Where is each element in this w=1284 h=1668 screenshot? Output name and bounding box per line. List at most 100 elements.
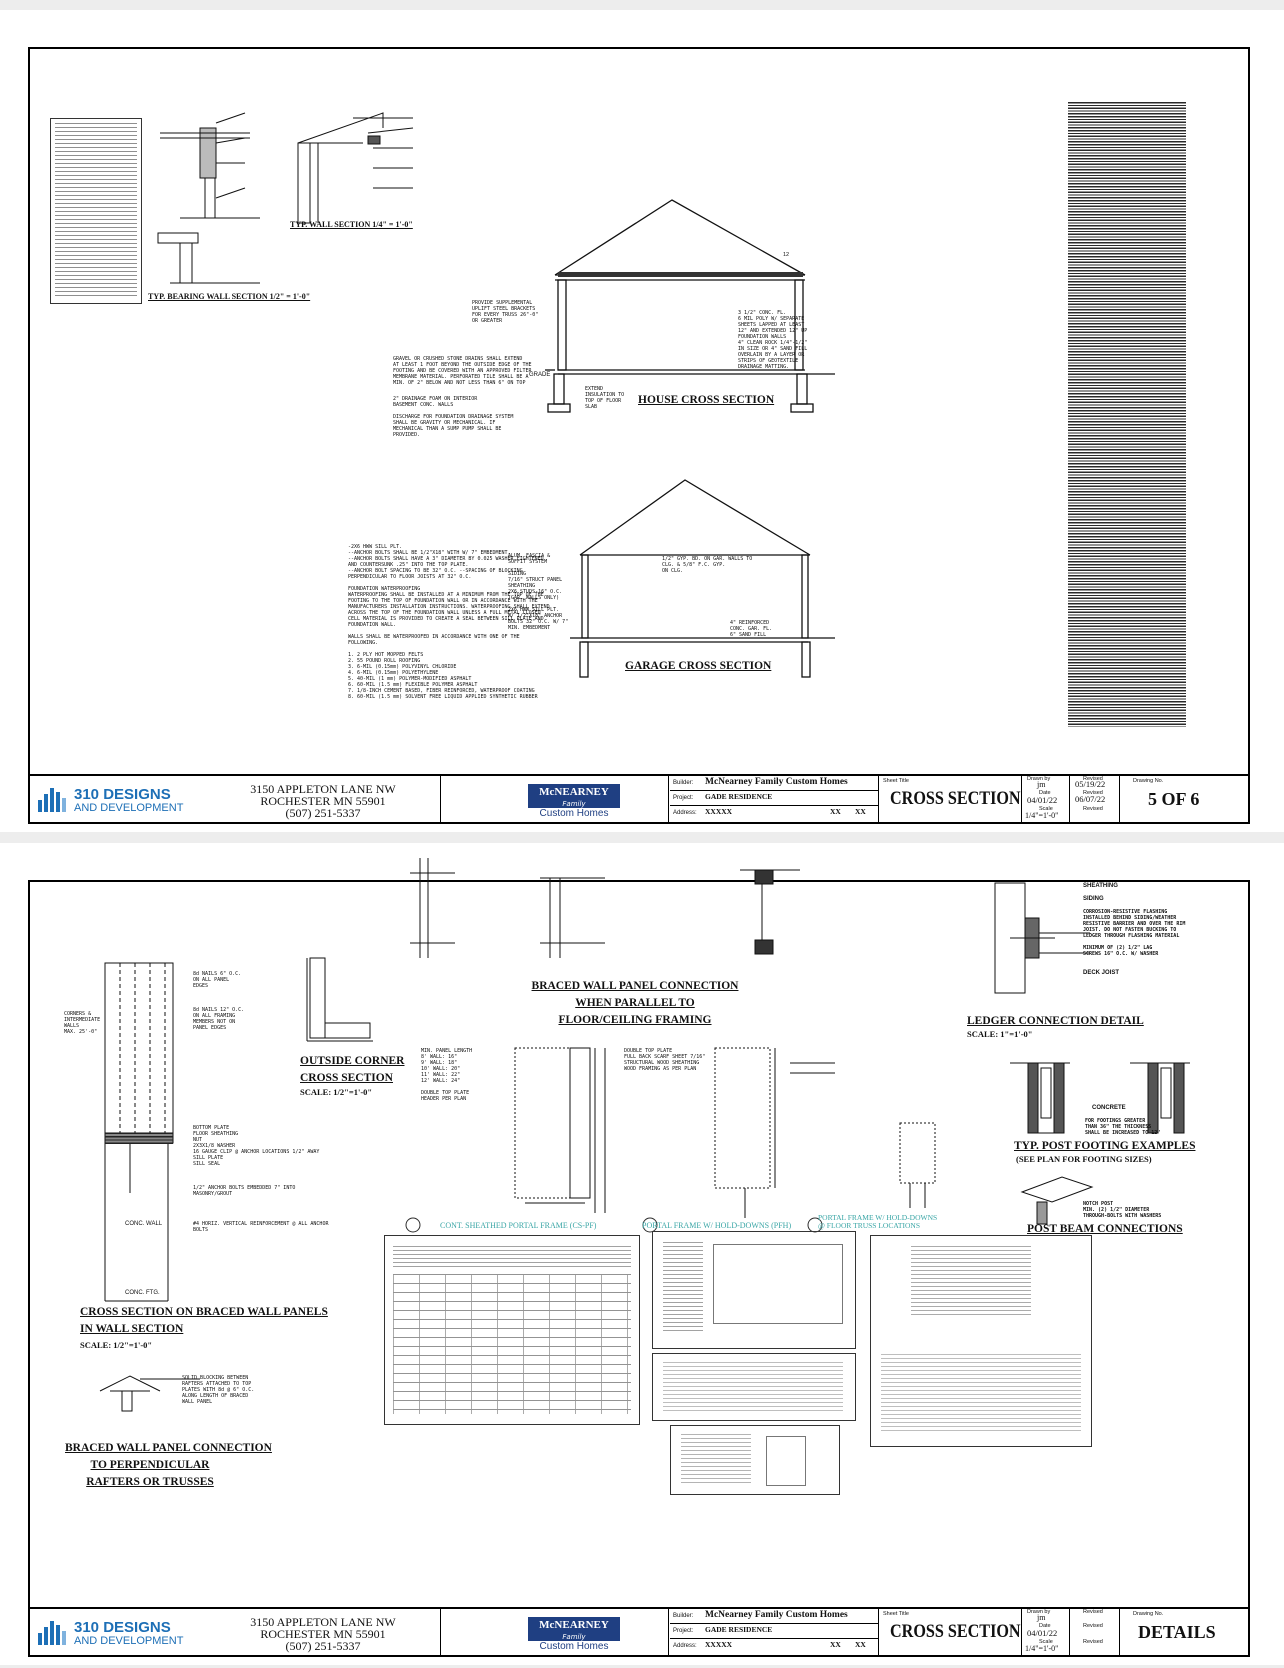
project-value: GADE RESIDENCE (705, 1625, 773, 1634)
post-footing-note: FOR FOOTINGS GREATER THAN 36" THE THICKN… (1085, 1118, 1161, 1136)
sill-plate-hatch (105, 1133, 173, 1145)
scale-value: 1/4"=1'-0" (1025, 1644, 1059, 1653)
project-label: Project: (673, 795, 694, 801)
drawn-by-value: jm (1037, 780, 1046, 789)
revised-value-1: 05/19/22 (1075, 779, 1106, 789)
braced-wall-nailing-notes: 8d NAILS 6" O.C. ON ALL PANEL EDGES 8d N… (193, 971, 245, 1031)
sill-plate-notes: -2X6 HWW SILL PLT. --ANCHOR BOLTS SHALL … (348, 544, 550, 700)
drawing-frame (28, 47, 1250, 824)
outside-corner-label: OUTSIDE CORNER CROSS SECTION (300, 1055, 405, 1084)
revised-label-2: Revised (1083, 790, 1103, 796)
gravel-note: GRAVEL OR CRUSHED STONE DRAINS SHALL EXT… (393, 356, 532, 386)
uplift-note: PROVIDE SUPPLEMENTAL UPLIFT STEEL BRACKE… (472, 300, 539, 324)
revised-label-2: Revised (1083, 1623, 1103, 1629)
sheet-title: CROSS SECTION (890, 788, 1021, 809)
pitch-label: 12 (783, 252, 790, 258)
sheet-title-label: Sheet Title (883, 1611, 909, 1617)
cross-section-braced-label: CROSS SECTION ON BRACED WALL PANELS IN W… (80, 1306, 328, 1335)
portal-frame-2-label: PORTAL FRAME W/ HOLD-DOWNS (PFH) (642, 1221, 792, 1230)
portal-frame-notes-1: MIN. PANEL LENGTH 8' WALL: 16" 9' WALL: … (421, 1048, 473, 1102)
cross-section-braced-scale: SCALE: 1/2"=1'-0" (80, 1340, 153, 1350)
drawn-by-label: Drawn by (1027, 1609, 1051, 1615)
date-label: Date (1039, 790, 1051, 796)
concrete-label: CONCRETE (1092, 1105, 1126, 1111)
date-value: 04/01/22 (1027, 795, 1058, 805)
post-footing-label: TYP. POST FOOTING EXAMPLES (1014, 1140, 1196, 1152)
scale-label: Scale (1039, 806, 1053, 812)
builder-label: Builder: (673, 1613, 694, 1619)
lot-value: XX (830, 1640, 841, 1649)
ledger-label: LEDGER CONNECTION DETAIL (967, 1015, 1144, 1027)
garage-drywall-note: 1/2" GYP. BD. ON GAR. WALLS TO CLG. & 5/… (662, 556, 753, 574)
braced-parallel-label: BRACED WALL PANEL CONNECTION WHEN PARALL… (531, 980, 739, 1026)
garage-cross-section-drawing (570, 479, 835, 678)
drawing-number: 5 OF 6 (1148, 789, 1200, 809)
company-logo: 310 DESIGNS AND DEVELOPMENT (36, 1617, 191, 1651)
portal-frame-3-label: PORTAL FRAME W/ HOLD-DOWNS @ FLOOR TRUSS… (818, 1213, 938, 1230)
extend-insulation-note: EXTEND INSULATION TO TOP OF FLOOR SLAB (585, 386, 625, 410)
foam-note: 2" DRAINAGE FOAM ON INTERIOR BASEMENT CO… (393, 396, 478, 408)
sheet-title: CROSS SECTION (890, 1621, 1021, 1642)
outside-corner-detail (306, 957, 373, 1042)
project-label: Project: (673, 1628, 694, 1634)
block-value: XX (855, 1640, 866, 1649)
braced-parallel-details (410, 858, 800, 958)
builder-label: Builder: (673, 780, 694, 786)
address-label: Address: (673, 810, 697, 816)
builder-logo: McNEARNEY Family Custom Homes (528, 784, 620, 820)
title-block: 310 DESIGNS AND DEVELOPMENT 3150 APPLETO… (28, 774, 1250, 824)
drawing-no-label: Drawing No. (1133, 778, 1164, 784)
scale-value: 1/4"=1'-0" (1025, 811, 1059, 820)
scale-label: Scale (1039, 1639, 1053, 1645)
house-cross-section-drawing (545, 199, 835, 413)
builder-value: McNearney Family Custom Homes (705, 777, 848, 787)
post-footing-examples (1010, 1062, 1190, 1134)
bottom-plate-notes: BOTTOM PLATE FLOOR SHEATHING NUT 2X3X1/8… (193, 1125, 329, 1233)
revised-label-1: Revised (1083, 1609, 1103, 1615)
siding-label: SIDING (1083, 896, 1104, 902)
solid-blocking-note: SOLID BLOCKING BETWEEN RAFTERS ATTACHED … (182, 1375, 255, 1405)
date-value: 04/01/22 (1027, 1628, 1058, 1638)
drawing-frame (28, 880, 1250, 1657)
conc-ftg-label: CONC. FTG. (125, 1290, 160, 1296)
title-block: 310 DESIGNS AND DEVELOPMENT 3150 APPLETO… (28, 1607, 1250, 1657)
date-label: Date (1039, 1623, 1051, 1629)
address-label: Address: (673, 1643, 697, 1649)
company-address: 3150 APPLETON LANE NW ROCHESTER MN 55901… (250, 782, 396, 820)
post-beam-detail (1020, 1176, 1094, 1225)
reference-detail-sheet-3 (670, 1425, 840, 1495)
drawing-number: DETAILS (1138, 1622, 1216, 1642)
drawn-by-value: jm (1037, 1613, 1046, 1622)
bearing-wall-detail (157, 112, 260, 284)
revised-label-3: Revised (1083, 1639, 1103, 1645)
reference-detail-sheet-2 (652, 1353, 856, 1421)
garage-slab-note: 4" REINFORCED CONC. GAR. FL. 6" SAND FIL… (730, 620, 773, 638)
discharge-note: DISCHARGE FOR FOUNDATION DRAINAGE SYSTEM… (393, 414, 514, 438)
bracing-requirements-table (384, 1235, 640, 1425)
sheet-details: CONC. WALL CONC. FTG. 8d NAILS 6" O.C. O… (0, 843, 1284, 1665)
typ-wall-section-label: TYP. WALL SECTION 1/4" = 1'-0" (290, 220, 413, 229)
deck-joist-label: DECK JOIST (1083, 970, 1120, 976)
address-value: XXXXX (705, 1640, 733, 1649)
drawn-by-label: Drawn by (1027, 776, 1051, 782)
framing-notes-box (50, 118, 142, 304)
company-logo: 310 DESIGNS AND DEVELOPMENT (36, 784, 191, 818)
house-insulation-note: 3 1/2" CONC. FL. 6 MIL POLY W/ SEPARATE … (738, 310, 808, 370)
specifications-text-column (1068, 102, 1186, 727)
builder-logo: McNEARNEY Family Custom Homes (528, 1617, 620, 1653)
post-beam-label: POST BEAM CONNECTIONS (1027, 1223, 1183, 1235)
ledger-notes: CORROSION-RESISTIVE FLASHING INSTALLED B… (1083, 909, 1186, 957)
garage-siding-notes: ALUM. FASCIA & SOFFIT SYSTEM SIDING 7/16… (508, 553, 569, 631)
garage-cross-section-label: GARAGE CROSS SECTION (625, 660, 772, 672)
house-cross-section-label: HOUSE CROSS SECTION (638, 394, 775, 406)
typ-bearing-wall-label: TYP. BEARING WALL SECTION 1/2" = 1'-0" (148, 292, 311, 301)
builder-value: McNearney Family Custom Homes (705, 1610, 848, 1620)
reference-detail-sheet-1 (652, 1231, 856, 1349)
portal-frame-details (405, 1047, 936, 1233)
drawing-no-label: Drawing No. (1133, 1611, 1164, 1617)
address-value: XXXXX (705, 807, 733, 816)
revised-value-2: 06/07/22 (1075, 794, 1106, 804)
braced-perpendicular-detail (99, 1375, 200, 1412)
reference-detail-sheet-4 (870, 1235, 1092, 1447)
conc-wall-label: CONC. WALL (125, 1221, 163, 1227)
